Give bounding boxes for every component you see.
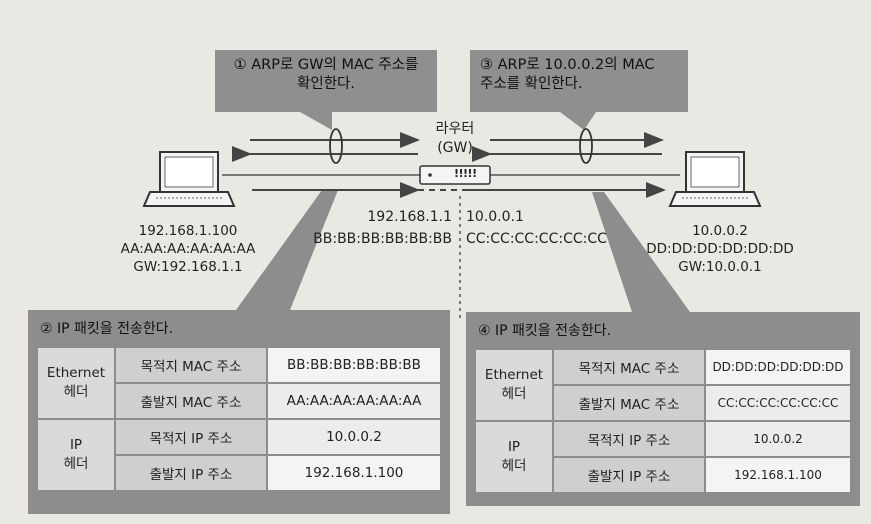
field-value: 192.168.1.100 <box>704 456 852 494</box>
router-port-glyph: !!!!! <box>454 167 477 180</box>
left-header-table: Ethernet 헤더 목적지 MAC 주소 BB:BB:BB:BB:BB:BB… <box>36 346 442 492</box>
ethernet-label-line2: 헤더 <box>501 386 527 402</box>
table-row: IP 헤더 목적지 IP 주소 10.0.0.2 <box>36 418 442 492</box>
table-row: 출발지 MAC 주소 CC:CC:CC:CC:CC:CC <box>475 384 852 422</box>
field-name: 목적지 IP 주소 <box>114 418 268 456</box>
table-row: Ethernet 헤더 목적지 MAC 주소 BB:BB:BB:BB:BB:BB <box>36 346 442 420</box>
router-label-line2: (GW) <box>437 140 473 156</box>
left-callout-line1: ① ARP로 GW의 MAC 주소를 <box>233 57 419 73</box>
router-label-line1: 라우터 <box>435 121 475 137</box>
right-panel-title: ④ IP 패킷을 전송한다. <box>478 323 612 339</box>
right-panel-wedge <box>592 192 690 312</box>
right-host-mac: DD:DD:DD:DD:DD:DD <box>646 241 794 257</box>
right-laptop-icon <box>668 151 762 207</box>
right-packet-panel: ④ IP 패킷을 전송한다. Ethernet 헤더 목적지 MAC 주소 DD… <box>466 312 860 506</box>
router-right-mac: CC:CC:CC:CC:CC:CC <box>466 231 607 247</box>
ip-label-line2: 헤더 <box>63 456 89 472</box>
table-row: IP 헤더 목적지 IP 주소 10.0.0.2 <box>474 420 852 494</box>
ethernet-label-line1: Ethernet <box>484 367 544 383</box>
field-value: 10.0.0.2 <box>704 420 852 458</box>
field-name: 출발지 MAC 주소 <box>552 384 706 422</box>
field-value: DD:DD:DD:DD:DD:DD <box>704 348 852 386</box>
ethernet-header-label: Ethernet 헤더 <box>474 348 554 422</box>
left-callout-line2: 확인한다. <box>297 76 355 92</box>
left-host-info: 192.168.1.100 AA:AA:AA:AA:AA:AA GW:192.1… <box>108 222 268 276</box>
router-right-interface: 10.0.0.1 CC:CC:CC:CC:CC:CC <box>466 206 626 250</box>
ip-header-label: IP 헤더 <box>36 418 116 492</box>
left-host-mac: AA:AA:AA:AA:AA:AA <box>120 241 256 257</box>
left-host-gw: GW:192.168.1.1 <box>133 259 243 275</box>
right-callout: ③ ARP로 10.0.0.2의 MAC 주소를 확인한다. <box>470 50 688 112</box>
right-callout-tail <box>560 112 596 130</box>
router-left-mac: BB:BB:BB:BB:BB:BB <box>313 231 452 247</box>
field-value: CC:CC:CC:CC:CC:CC <box>704 384 852 422</box>
ip-header-label: IP 헤더 <box>474 420 554 494</box>
field-name: 목적지 MAC 주소 <box>114 346 268 384</box>
right-callout-line1: ③ ARP로 10.0.0.2의 MAC <box>480 57 655 73</box>
ip-label-line2: 헤더 <box>501 458 527 474</box>
router-left-ip: 192.168.1.1 <box>367 209 452 225</box>
table-row: 출발지 IP 주소 192.168.1.100 <box>475 456 852 494</box>
field-name: 목적지 IP 주소 <box>552 420 706 458</box>
ip-label-line1: IP <box>507 439 521 455</box>
router-right-ip: 10.0.0.1 <box>466 209 524 225</box>
ethernet-label-line1: Ethernet <box>46 365 106 381</box>
field-name: 출발지 IP 주소 <box>114 454 268 492</box>
left-packet-panel: ② IP 패킷을 전송한다. Ethernet 헤더 목적지 MAC 주소 BB… <box>28 310 450 514</box>
ip-label-line1: IP <box>69 437 83 453</box>
field-name: 목적지 MAC 주소 <box>552 348 706 386</box>
router-label: 라우터 (GW) <box>423 120 487 158</box>
left-callout: ① ARP로 GW의 MAC 주소를 확인한다. <box>215 50 437 112</box>
table-row: 출발지 IP 주소 192.168.1.100 <box>37 454 442 492</box>
left-panel-wedge <box>236 190 338 310</box>
router-left-interface: 192.168.1.1 BB:BB:BB:BB:BB:BB <box>280 206 452 250</box>
ethernet-label-line2: 헤더 <box>63 384 89 400</box>
left-arp-ellipse <box>329 128 343 164</box>
right-host-info: 10.0.0.2 DD:DD:DD:DD:DD:DD GW:10.0.0.1 <box>640 222 800 276</box>
field-name: 출발지 MAC 주소 <box>114 382 268 420</box>
right-arp-ellipse <box>579 128 593 164</box>
left-laptop-icon <box>142 151 236 207</box>
field-value: 192.168.1.100 <box>266 454 442 492</box>
table-row: 출발지 MAC 주소 AA:AA:AA:AA:AA:AA <box>37 382 442 420</box>
left-panel-title: ② IP 패킷을 전송한다. <box>40 321 174 337</box>
right-header-table: Ethernet 헤더 목적지 MAC 주소 DD:DD:DD:DD:DD:DD… <box>474 348 852 494</box>
right-host-ip: 10.0.0.2 <box>692 223 748 239</box>
field-name: 출발지 IP 주소 <box>552 456 706 494</box>
right-host-gw: GW:10.0.0.1 <box>678 259 762 275</box>
left-callout-tail <box>300 112 332 130</box>
field-value: 10.0.0.2 <box>266 418 442 456</box>
table-row: Ethernet 헤더 목적지 MAC 주소 DD:DD:DD:DD:DD:DD <box>474 348 852 422</box>
left-host-ip: 192.168.1.100 <box>138 223 238 239</box>
field-value: BB:BB:BB:BB:BB:BB <box>266 346 442 384</box>
ethernet-header-label: Ethernet 헤더 <box>36 346 116 420</box>
right-callout-line2: 주소를 확인한다. <box>480 76 583 92</box>
router-icon <box>419 165 491 185</box>
field-value: AA:AA:AA:AA:AA:AA <box>266 382 442 420</box>
